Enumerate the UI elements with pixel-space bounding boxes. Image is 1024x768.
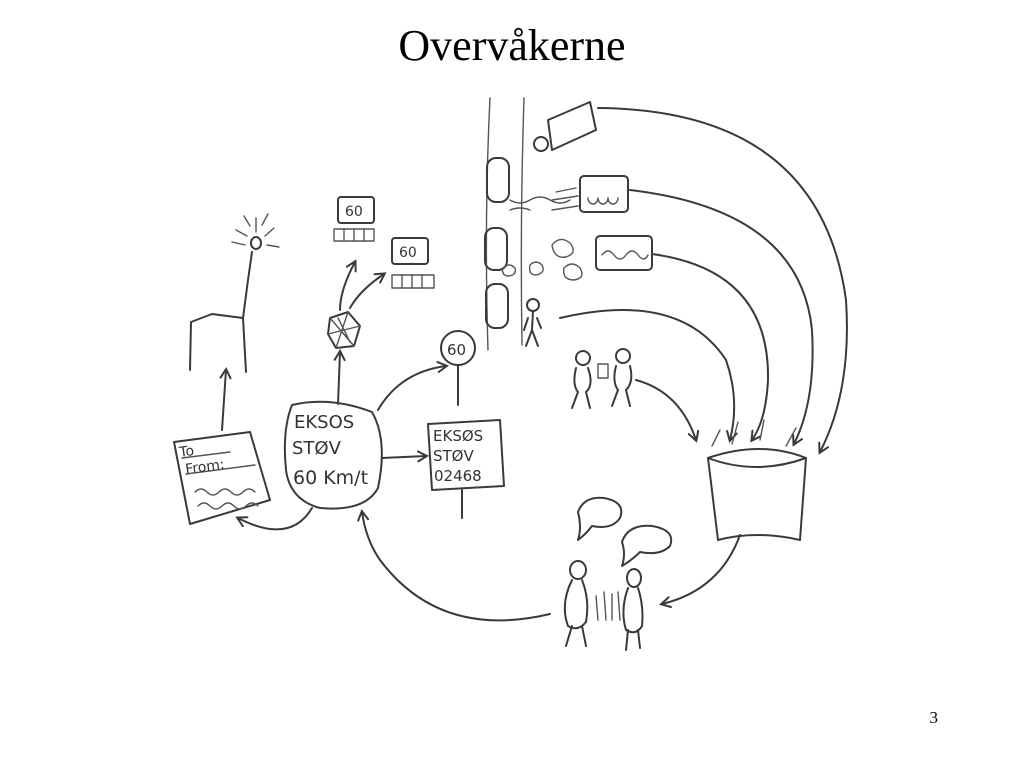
pedestrian-icon (523, 298, 542, 347)
sensor-device-1 (551, 175, 629, 213)
central-box-line1: EKSOS (294, 412, 354, 433)
speed-display-2-value: 60 (399, 245, 417, 261)
speed-limit-sign: 60 (377, 330, 476, 411)
sensor-device-2 (501, 235, 653, 281)
globe-icon (327, 262, 384, 405)
data-flow-arrows (559, 107, 848, 452)
speed-limit-sign-value: 60 (447, 341, 466, 359)
data-storage-bin (707, 419, 807, 541)
slide-title: Overvåkerne (398, 21, 626, 70)
arrow-bin-to-people (662, 534, 741, 604)
letter-to-label: To (177, 443, 195, 461)
two-people-icon (571, 348, 696, 440)
speed-display-1-value: 60 (345, 204, 363, 220)
display-sign-line1: EKSØS (433, 427, 483, 445)
people-discussing-icon (563, 496, 673, 651)
letter-from-label: From: (184, 457, 225, 478)
arrow-people-to-central-box (362, 512, 551, 622)
speed-display-2: 60 (391, 237, 435, 289)
speed-display-1: 60 (333, 196, 375, 242)
letter-icon: To From: (173, 431, 271, 525)
video-camera-icon (533, 101, 597, 152)
road-with-cars (484, 97, 571, 351)
arrow-letter-to-antenna (222, 370, 226, 431)
slide-page-number: 3 (929, 708, 939, 727)
arrow-box-to-letter (238, 507, 313, 531)
central-box-line3: 60 Km/t (293, 467, 368, 489)
antenna-icon (189, 213, 280, 373)
display-sign-line2: STØV (433, 447, 474, 465)
display-sign-line3: 02468 (434, 467, 482, 485)
display-sign: EKSØS STØV 02468 (381, 419, 505, 519)
sensor-data-box: EKSOS STØV 60 Km/t (283, 400, 383, 510)
central-box-line2: STØV (292, 438, 342, 459)
